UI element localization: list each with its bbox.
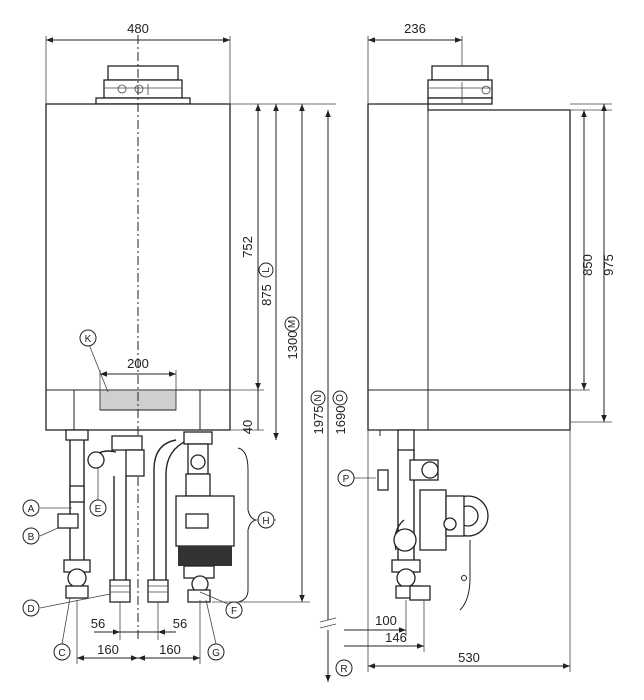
dimension-lines [45, 36, 612, 682]
callout-p [337, 469, 355, 487]
dim-front-width: 480 [127, 21, 149, 36]
dim-850: 850 [580, 254, 595, 276]
callout-r [335, 659, 353, 677]
callout-d-label: D [27, 604, 34, 615]
callout-b [22, 527, 40, 545]
callout-o [332, 390, 348, 406]
callout-a [22, 499, 40, 517]
callout-b-label: B [28, 532, 35, 543]
callout-l [258, 262, 274, 278]
callout-h-label: H [262, 516, 269, 527]
dim-875: 875 [259, 284, 274, 306]
callouts: A B C D E F G H K L M N O P R [22, 262, 376, 677]
dim-160-left: 160 [97, 642, 119, 657]
dim-1690: 1690 [333, 406, 348, 435]
callout-c-label: C [58, 648, 65, 659]
callout-o-label: O [335, 394, 346, 402]
dim-200: 200 [127, 356, 149, 371]
dim-975: 975 [601, 254, 616, 276]
callout-e-label: E [95, 504, 102, 515]
callout-f [225, 601, 243, 619]
dim-100: 100 [375, 613, 397, 628]
callout-f-label: F [231, 606, 237, 617]
dim-146: 146 [385, 630, 407, 645]
dim-56-left: 56 [91, 616, 105, 631]
dim-1975: 1975 [311, 406, 326, 435]
callout-h [257, 511, 275, 529]
callout-d [22, 599, 40, 617]
callout-c [53, 643, 71, 661]
dim-530: 530 [458, 650, 480, 665]
callout-r-label: R [340, 664, 347, 675]
front-view [45, 35, 257, 640]
dim-160-right: 160 [159, 642, 181, 657]
dim-40: 40 [240, 420, 255, 434]
callout-l-label: L [261, 267, 272, 273]
callout-n [310, 390, 326, 406]
side-view [367, 65, 571, 611]
callout-a-label: A [28, 504, 35, 515]
callout-k-label: K [85, 334, 92, 345]
callout-n-label: N [313, 394, 324, 401]
dim-side-depth: 236 [404, 21, 426, 36]
callout-p-label: P [343, 474, 350, 485]
dim-752: 752 [240, 236, 255, 258]
callout-e [89, 499, 107, 517]
callout-g-label: G [212, 648, 220, 659]
callout-k [79, 329, 97, 347]
dimension-labels: 480 236 200 752 875 1300 1975 1690 40 85… [91, 21, 616, 665]
callout-m-label: M [287, 320, 298, 328]
callout-m [284, 316, 300, 332]
callout-g [207, 643, 225, 661]
dim-1300: 1300 [285, 331, 300, 360]
dim-56-right: 56 [173, 616, 187, 631]
